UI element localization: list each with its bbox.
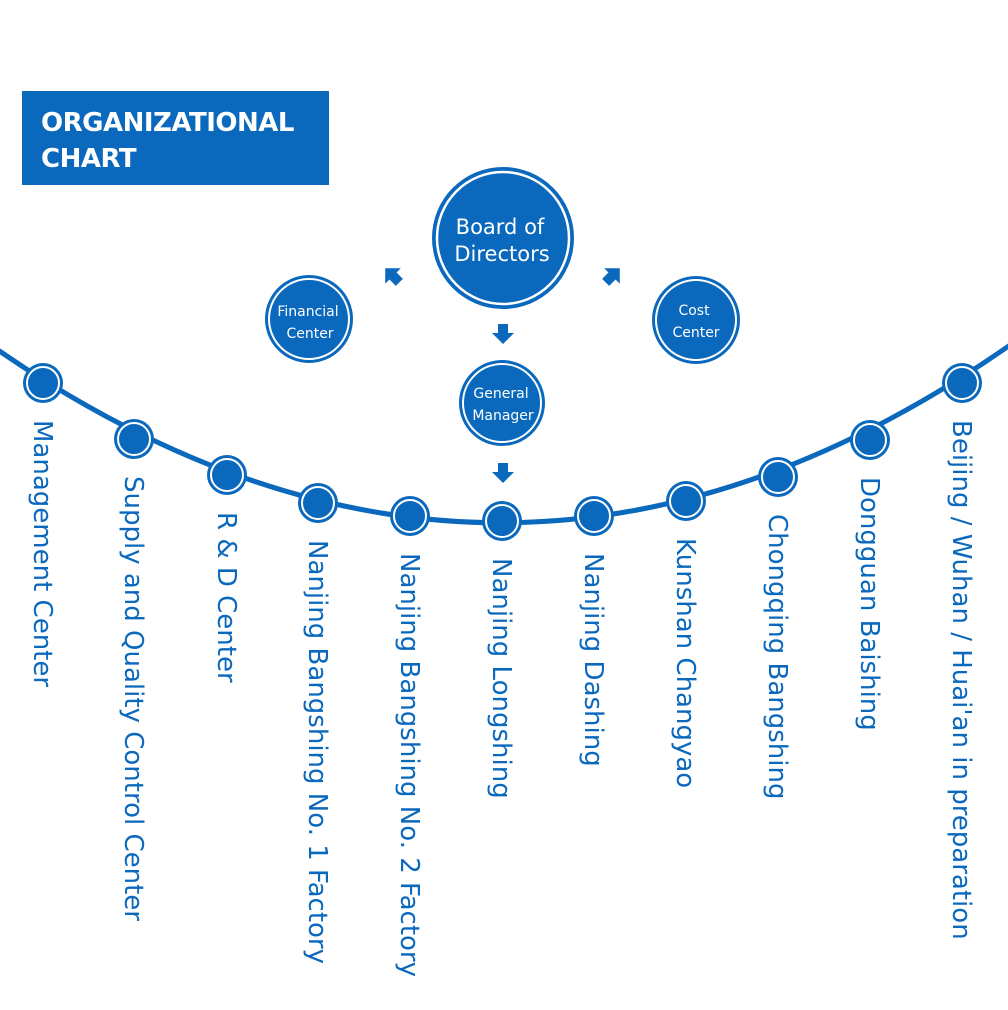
department-node[interactable]: Nanjing Dashing [574, 496, 614, 767]
department-dot-ring [853, 423, 887, 457]
department-label: Nanjing Longshing [486, 558, 516, 799]
department-node[interactable]: Kunshan Changyao [666, 481, 706, 788]
department-dot [666, 481, 706, 521]
department-dot-ring [117, 422, 151, 456]
board-label-line-2: Directors [454, 242, 549, 266]
department-node[interactable]: Dongguan Baishing [850, 420, 890, 731]
department-dot [390, 496, 430, 536]
department-dot-ring [210, 458, 244, 492]
board-of-directors-node[interactable]: Board of Directors [432, 167, 574, 309]
department-dot [758, 457, 798, 497]
arrow-to-financial-icon [385, 268, 403, 286]
department-node[interactable]: Beijing / Wuhan / Huai'an in preparation [942, 363, 982, 940]
financial-label-line-1: Financial [277, 304, 338, 320]
arrow-to-general-manager-icon [492, 324, 514, 344]
department-node[interactable]: Chongqing Bangshing [758, 457, 798, 799]
department-dot [850, 420, 890, 460]
department-dot-ring [393, 499, 427, 533]
department-dot [482, 501, 522, 541]
department-label: Beijing / Wuhan / Huai'an in preparation [946, 420, 976, 940]
cost-center-node[interactable]: Cost Center [652, 276, 740, 364]
department-node[interactable]: Management Center [23, 363, 63, 687]
board-node-ring [432, 167, 574, 309]
chart-title-banner: ORGANIZATIONAL CHART [22, 91, 329, 185]
department-dot-ring [485, 504, 519, 538]
department-label: Management Center [27, 420, 57, 687]
arrow-to-departments-icon [492, 463, 514, 483]
department-dot-ring [761, 460, 795, 494]
arrow-to-cost-icon [602, 268, 620, 286]
department-dot-ring [669, 484, 703, 518]
department-dot [114, 419, 154, 459]
general-manager-label-line-1: General [473, 386, 528, 402]
chart-title-line-1: ORGANIZATIONAL [41, 108, 294, 138]
cost-label-line-1: Cost [678, 303, 710, 319]
department-label: Nanjing Bangshing No. 1 Factory [302, 540, 332, 964]
financial-label-line-2: Center [286, 326, 333, 342]
general-manager-node[interactable]: General Manager [459, 360, 545, 446]
financial-node-inner-ring [268, 278, 350, 360]
financial-center-node[interactable]: Financial Center [265, 275, 353, 363]
department-dot-ring [577, 499, 611, 533]
department-label: Chongqing Bangshing [762, 514, 792, 799]
general-manager-node-inner-ring [462, 363, 542, 443]
department-label: Nanjing Bangshing No. 2 Factory [394, 553, 424, 977]
department-node[interactable]: Nanjing Bangshing No. 1 Factory [298, 483, 338, 964]
department-dot [574, 496, 614, 536]
board-node-inner-ring [435, 170, 571, 306]
department-label: Supply and Quality Control Center [118, 476, 148, 921]
department-dot [942, 363, 982, 403]
board-label-line-1: Board of [456, 215, 545, 239]
cost-node-inner-ring [655, 279, 737, 361]
department-dot-ring [945, 366, 979, 400]
department-dot-ring [26, 366, 60, 400]
department-node[interactable]: R & D Center [207, 455, 247, 683]
department-label: Dongguan Baishing [854, 477, 884, 731]
department-node[interactable]: Nanjing Bangshing No. 2 Factory [390, 496, 430, 977]
department-dot [207, 455, 247, 495]
cost-label-line-2: Center [672, 325, 719, 341]
financial-node-circle [265, 275, 353, 363]
department-node[interactable]: Nanjing Longshing [482, 501, 522, 799]
department-label: R & D Center [211, 512, 241, 683]
department-dot [23, 363, 63, 403]
department-node[interactable]: Supply and Quality Control Center [114, 419, 154, 921]
general-manager-node-circle [459, 360, 545, 446]
department-label: Nanjing Dashing [578, 553, 608, 767]
department-dot [298, 483, 338, 523]
general-manager-label-line-2: Manager [472, 408, 534, 424]
department-label: Kunshan Changyao [670, 538, 700, 788]
chart-title-line-2: CHART [41, 144, 137, 174]
department-layer: Management Center Supply and Quality Cont… [23, 363, 982, 977]
department-dot-ring [301, 486, 335, 520]
cost-node-circle [652, 276, 740, 364]
